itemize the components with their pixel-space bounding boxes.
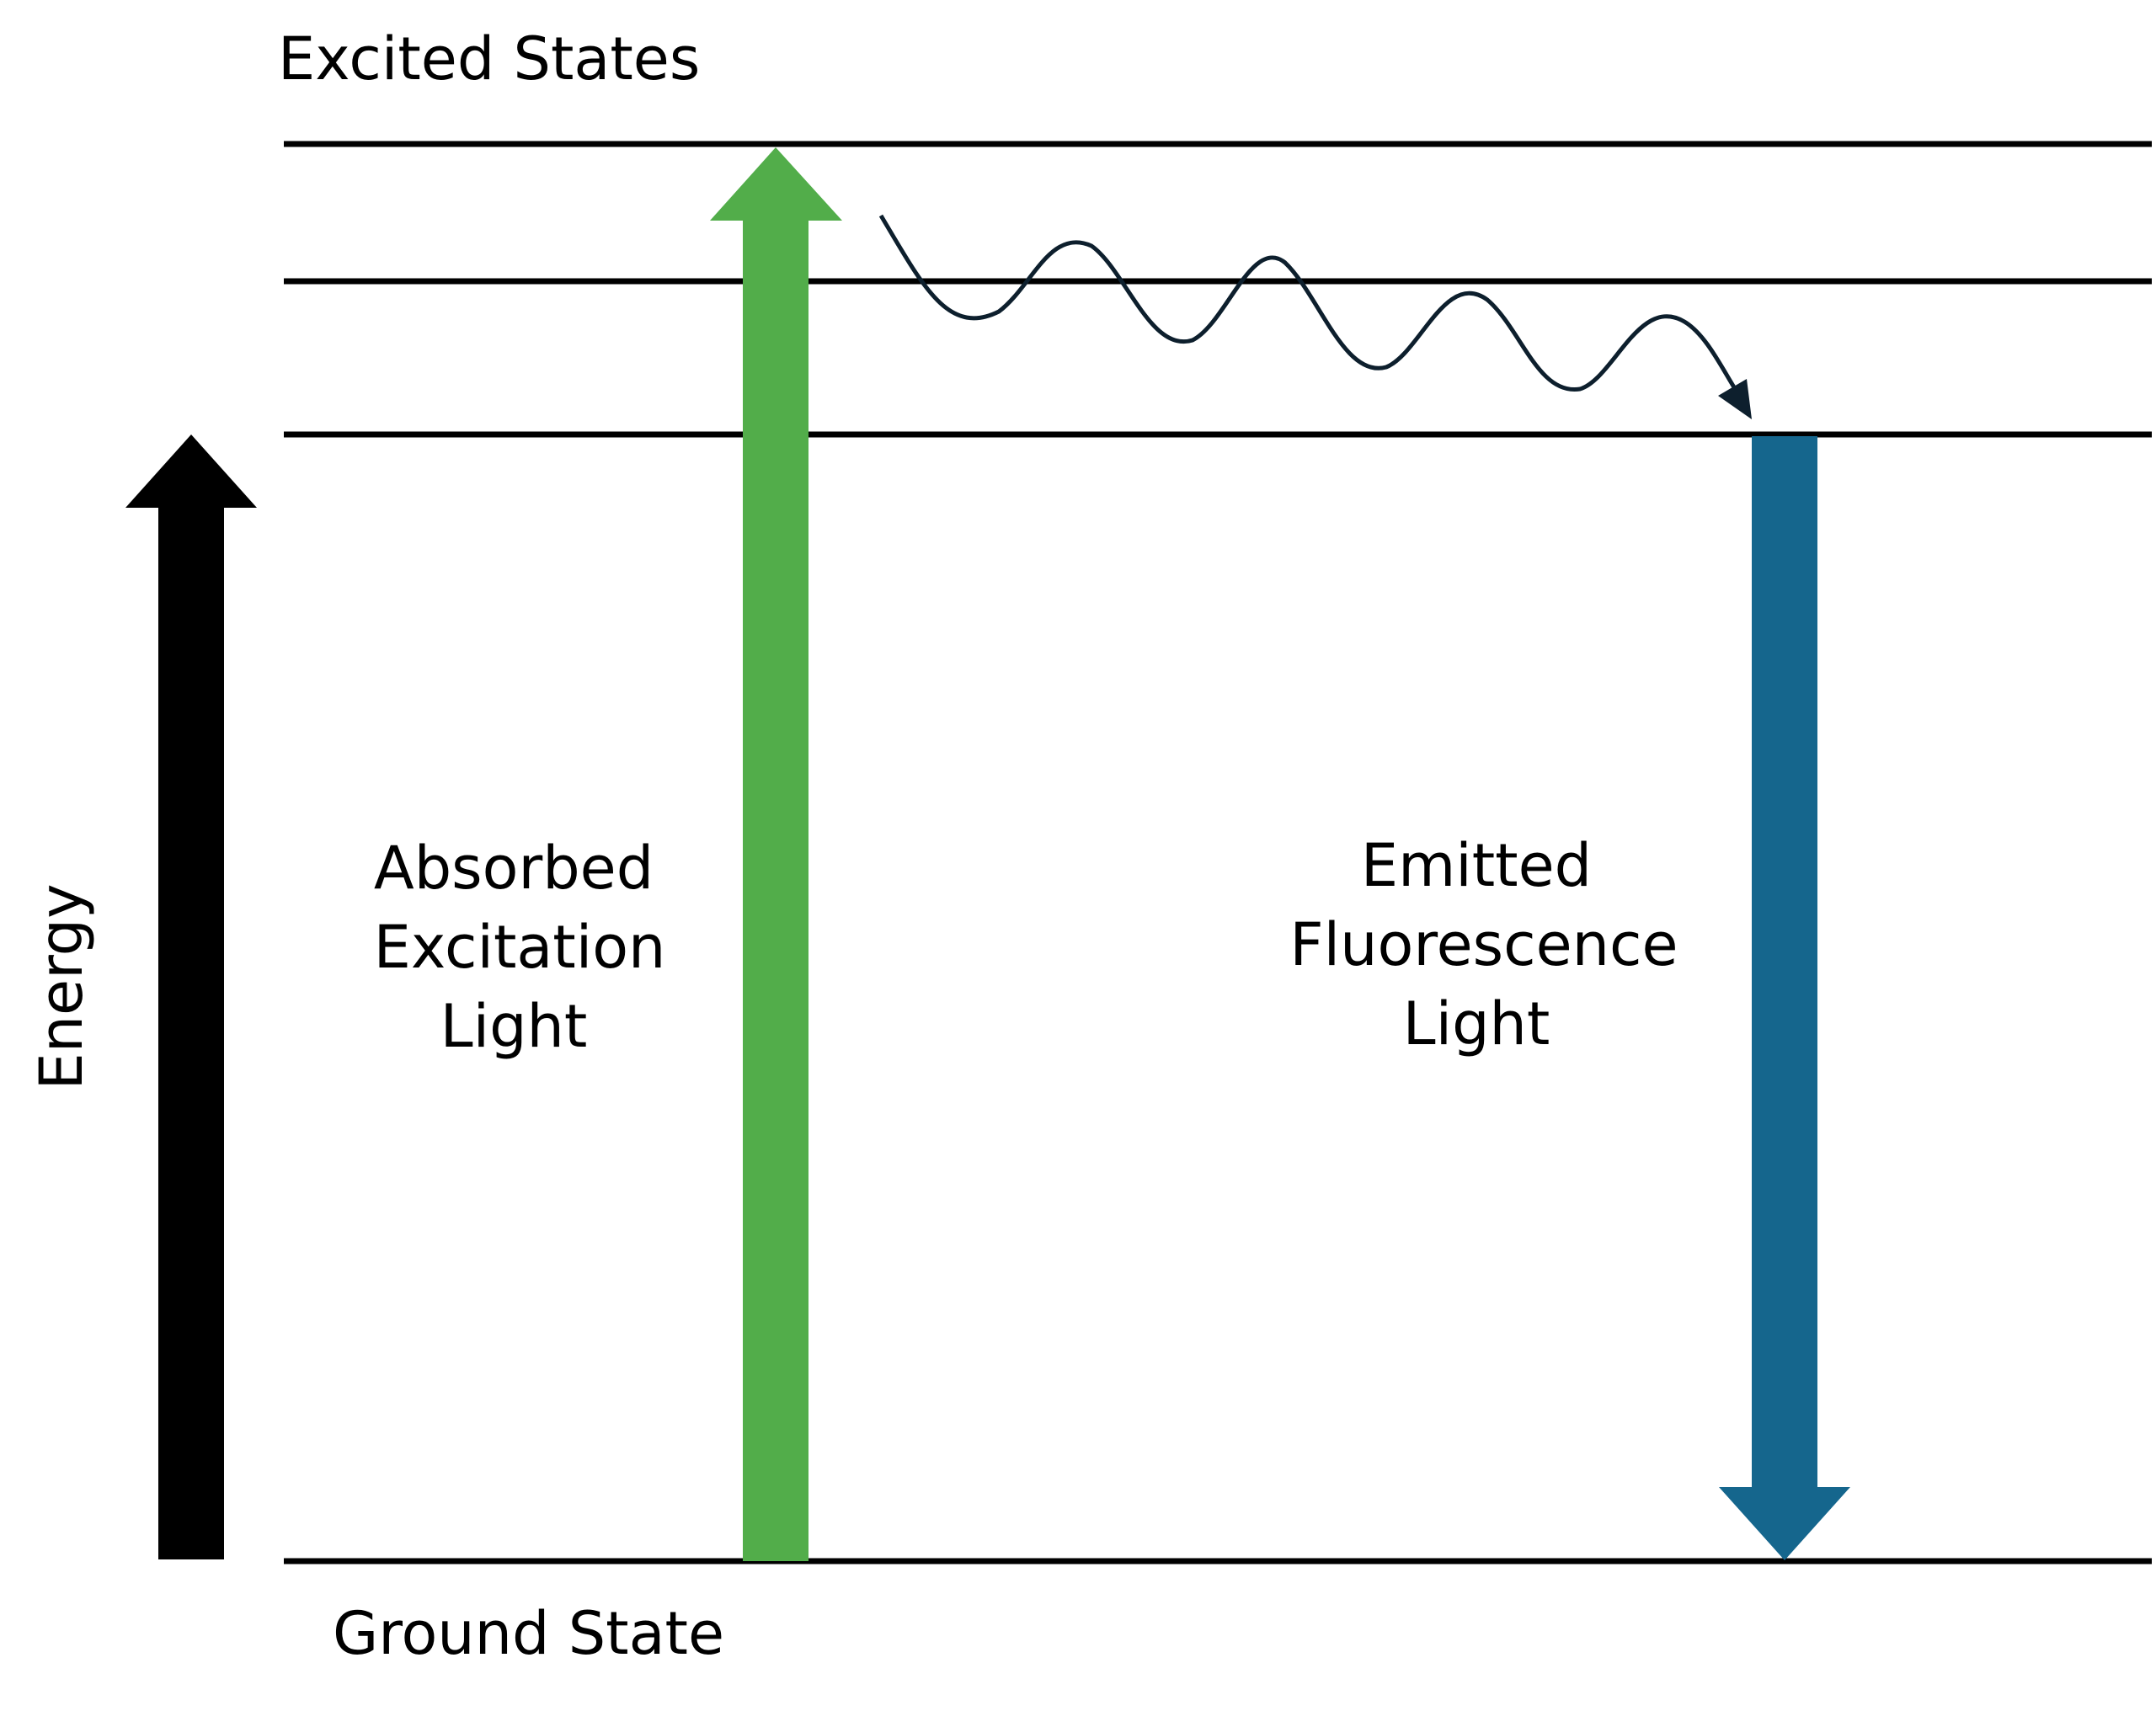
energy-axis-arrow <box>125 434 257 1559</box>
absorbed-label-line-2: Excitation <box>374 913 666 982</box>
emission-arrow <box>1719 436 1850 1560</box>
absorption-arrow <box>710 147 842 1561</box>
relaxation-arrowhead <box>1718 379 1752 419</box>
excited-states-label: Excited States <box>278 24 700 93</box>
energy-axis-label: Energy <box>27 883 96 1090</box>
emitted-label-line-1: Emitted <box>1361 831 1592 900</box>
vibrational-relaxation-arrow <box>878 214 1748 406</box>
emitted-label-line-2: Fluorescence <box>1289 910 1678 979</box>
ground-state-label: Ground State <box>333 1599 724 1668</box>
emitted-label-line-3: Light <box>1403 989 1550 1058</box>
absorbed-label-line-3: Light <box>440 992 588 1061</box>
absorbed-label-line-1: Absorbed <box>374 834 654 903</box>
